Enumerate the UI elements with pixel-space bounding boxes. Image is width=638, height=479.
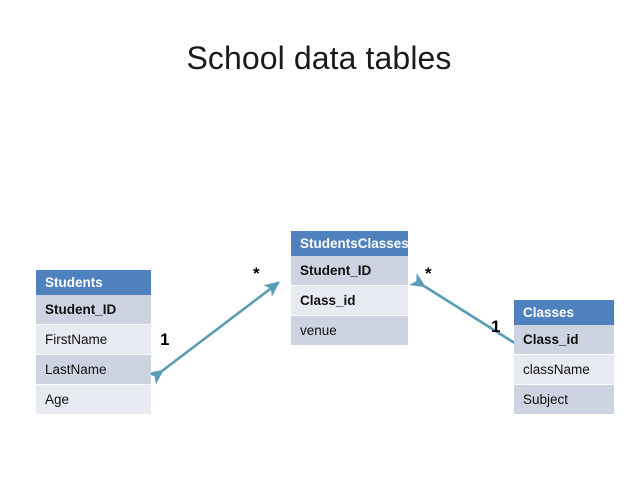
table-row: className <box>514 355 614 385</box>
entity-table-classes-fields: Class_id className Subject <box>514 325 614 415</box>
entity-table-classes: Classes Class_id className Subject <box>514 300 614 415</box>
table-row: Class_id <box>291 286 408 316</box>
table-row: Class_id <box>514 325 614 355</box>
entity-table-studentsclasses-header: StudentsClasses <box>291 231 408 256</box>
cardinality-label-studentsclasses-many-right: * <box>425 264 432 283</box>
entity-table-students: Students Student_ID FirstName LastName A… <box>36 270 151 415</box>
cardinality-label-studentsclasses-many-left: * <box>253 264 260 283</box>
cardinality-label-students-one: 1 <box>160 330 170 349</box>
entity-table-studentsclasses: StudentsClasses Student_ID Class_id venu… <box>291 231 408 346</box>
cardinality-label-classes-one: 1 <box>491 317 501 336</box>
relationship-arrow-students-studentsclasses <box>147 281 281 385</box>
table-row: Age <box>36 385 151 415</box>
page-title: School data tables <box>186 40 452 76</box>
entity-table-studentsclasses-fields: Student_ID Class_id venue <box>291 256 408 346</box>
entity-table-classes-header: Classes <box>514 300 614 325</box>
table-row: Subject <box>514 385 614 415</box>
table-row: FirstName <box>36 325 151 355</box>
table-row: Student_ID <box>36 295 151 325</box>
table-row: Student_ID <box>291 256 408 286</box>
table-row: venue <box>291 316 408 346</box>
table-row: LastName <box>36 355 151 385</box>
entity-table-students-fields: Student_ID FirstName LastName Age <box>36 295 151 415</box>
entity-table-students-header: Students <box>36 270 151 295</box>
